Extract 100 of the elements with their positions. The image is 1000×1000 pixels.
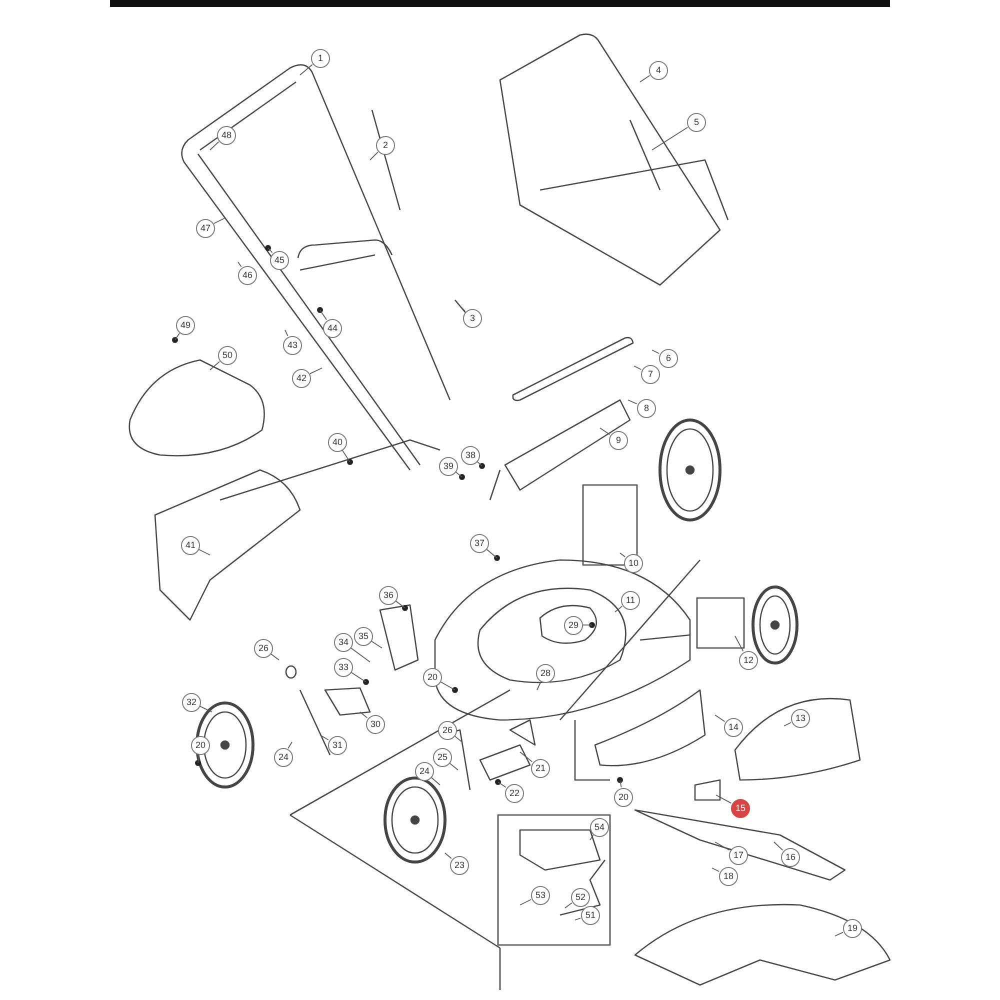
callout-number: 3: [463, 309, 482, 328]
callout-number: 15: [731, 799, 750, 818]
callout-number: 6: [659, 349, 678, 368]
callout-number: 43: [283, 336, 302, 355]
leader-line: [320, 310, 327, 320]
leader-line: [590, 834, 594, 840]
callout-number: 1: [311, 49, 330, 68]
callout-number: 45: [270, 251, 289, 270]
callout-number: 16: [781, 848, 800, 867]
callout-number: 47: [196, 219, 215, 238]
leader-line: [634, 366, 642, 370]
callout-number: 20: [423, 668, 442, 687]
leader-line: [213, 218, 226, 224]
callout-number: 41: [181, 536, 200, 555]
leader-line: [574, 918, 581, 920]
callout-number: 32: [182, 693, 201, 712]
callout-number: 49: [176, 316, 195, 335]
leader-line: [628, 400, 638, 404]
leader-line: [455, 472, 462, 478]
callout-number: 44: [323, 319, 342, 338]
leader-line: [198, 549, 210, 556]
callout-number: 46: [238, 266, 257, 285]
callout-number: 13: [791, 709, 810, 728]
callout-number: 34: [334, 633, 353, 652]
leader-line: [320, 734, 329, 740]
leader-line: [564, 902, 572, 908]
leader-line: [600, 428, 610, 435]
leader-line: [614, 606, 623, 612]
callout-number: 48: [217, 126, 236, 145]
leader-line: [716, 794, 732, 804]
leader-line: [620, 552, 626, 558]
callout-number: 40: [328, 433, 347, 452]
leader-line: [640, 75, 650, 82]
leader-line: [460, 306, 466, 312]
callout-number: 8: [637, 399, 656, 418]
callout-number: 24: [415, 762, 434, 781]
callout-number: 19: [843, 919, 862, 938]
callout-number: 54: [590, 818, 609, 837]
leader-line: [238, 262, 242, 268]
leader-line: [395, 600, 406, 608]
callout-number: 24: [274, 748, 293, 767]
callout-number: 36: [379, 586, 398, 605]
callout-number: 29: [564, 616, 583, 635]
callout-number: 33: [334, 658, 353, 677]
callout-number: 23: [450, 856, 469, 875]
leader-line: [498, 782, 506, 788]
leader-line: [198, 754, 200, 764]
leader-line: [440, 681, 456, 690]
leader-line: [712, 868, 720, 872]
leader-line: [288, 742, 292, 749]
leader-line: [210, 141, 220, 150]
leader-line: [174, 332, 180, 340]
callout-number: 10: [624, 554, 643, 573]
leader-line: [210, 361, 220, 370]
leader-line: [652, 350, 660, 354]
callout-number: 4: [649, 61, 668, 80]
callout-number: 14: [724, 718, 743, 737]
leader-line: [454, 736, 462, 742]
callout-number: 30: [366, 715, 385, 734]
callout-number: 35: [354, 627, 373, 646]
callout-number: 11: [621, 591, 640, 610]
callout-number: 39: [439, 457, 458, 476]
leader-line: [200, 706, 212, 712]
callout-number: 21: [531, 759, 550, 778]
leader-line: [270, 654, 280, 660]
leader-line: [486, 548, 498, 558]
callout-number: 2: [376, 136, 395, 155]
leader-line: [582, 624, 592, 626]
callout-number: 26: [254, 639, 273, 658]
callout-number: 42: [292, 369, 311, 388]
leader-line: [444, 852, 452, 859]
callout-number: 52: [571, 888, 590, 907]
callout-number: 9: [609, 431, 628, 450]
callout-number: 20: [191, 736, 210, 755]
callout-number: 51: [581, 906, 600, 925]
callout-number: 5: [687, 113, 706, 132]
callout-number: 18: [719, 867, 738, 886]
callout-number: 37: [470, 534, 489, 553]
leader-line: [370, 152, 378, 160]
leader-line: [342, 450, 350, 462]
callout-number: 25: [433, 748, 452, 767]
leader-line: [310, 368, 322, 374]
callout-number: 50: [218, 346, 237, 365]
leader-line: [350, 672, 366, 682]
leader-line: [360, 712, 368, 718]
leader-line: [734, 636, 744, 652]
callout-number: 38: [461, 446, 480, 465]
callout-number: 22: [505, 784, 524, 803]
leader-line: [350, 648, 370, 662]
leader-line: [371, 640, 382, 648]
callout-number: 12: [739, 651, 758, 670]
callout-number: 53: [531, 886, 550, 905]
callout-number: 7: [641, 365, 660, 384]
leader-line: [431, 777, 440, 786]
leader-line: [300, 64, 313, 76]
callout-number: 20: [614, 788, 633, 807]
leader-line: [284, 330, 288, 336]
callout-number: 17: [729, 846, 748, 865]
leader-line: [834, 932, 844, 936]
leader-line: [268, 248, 273, 254]
